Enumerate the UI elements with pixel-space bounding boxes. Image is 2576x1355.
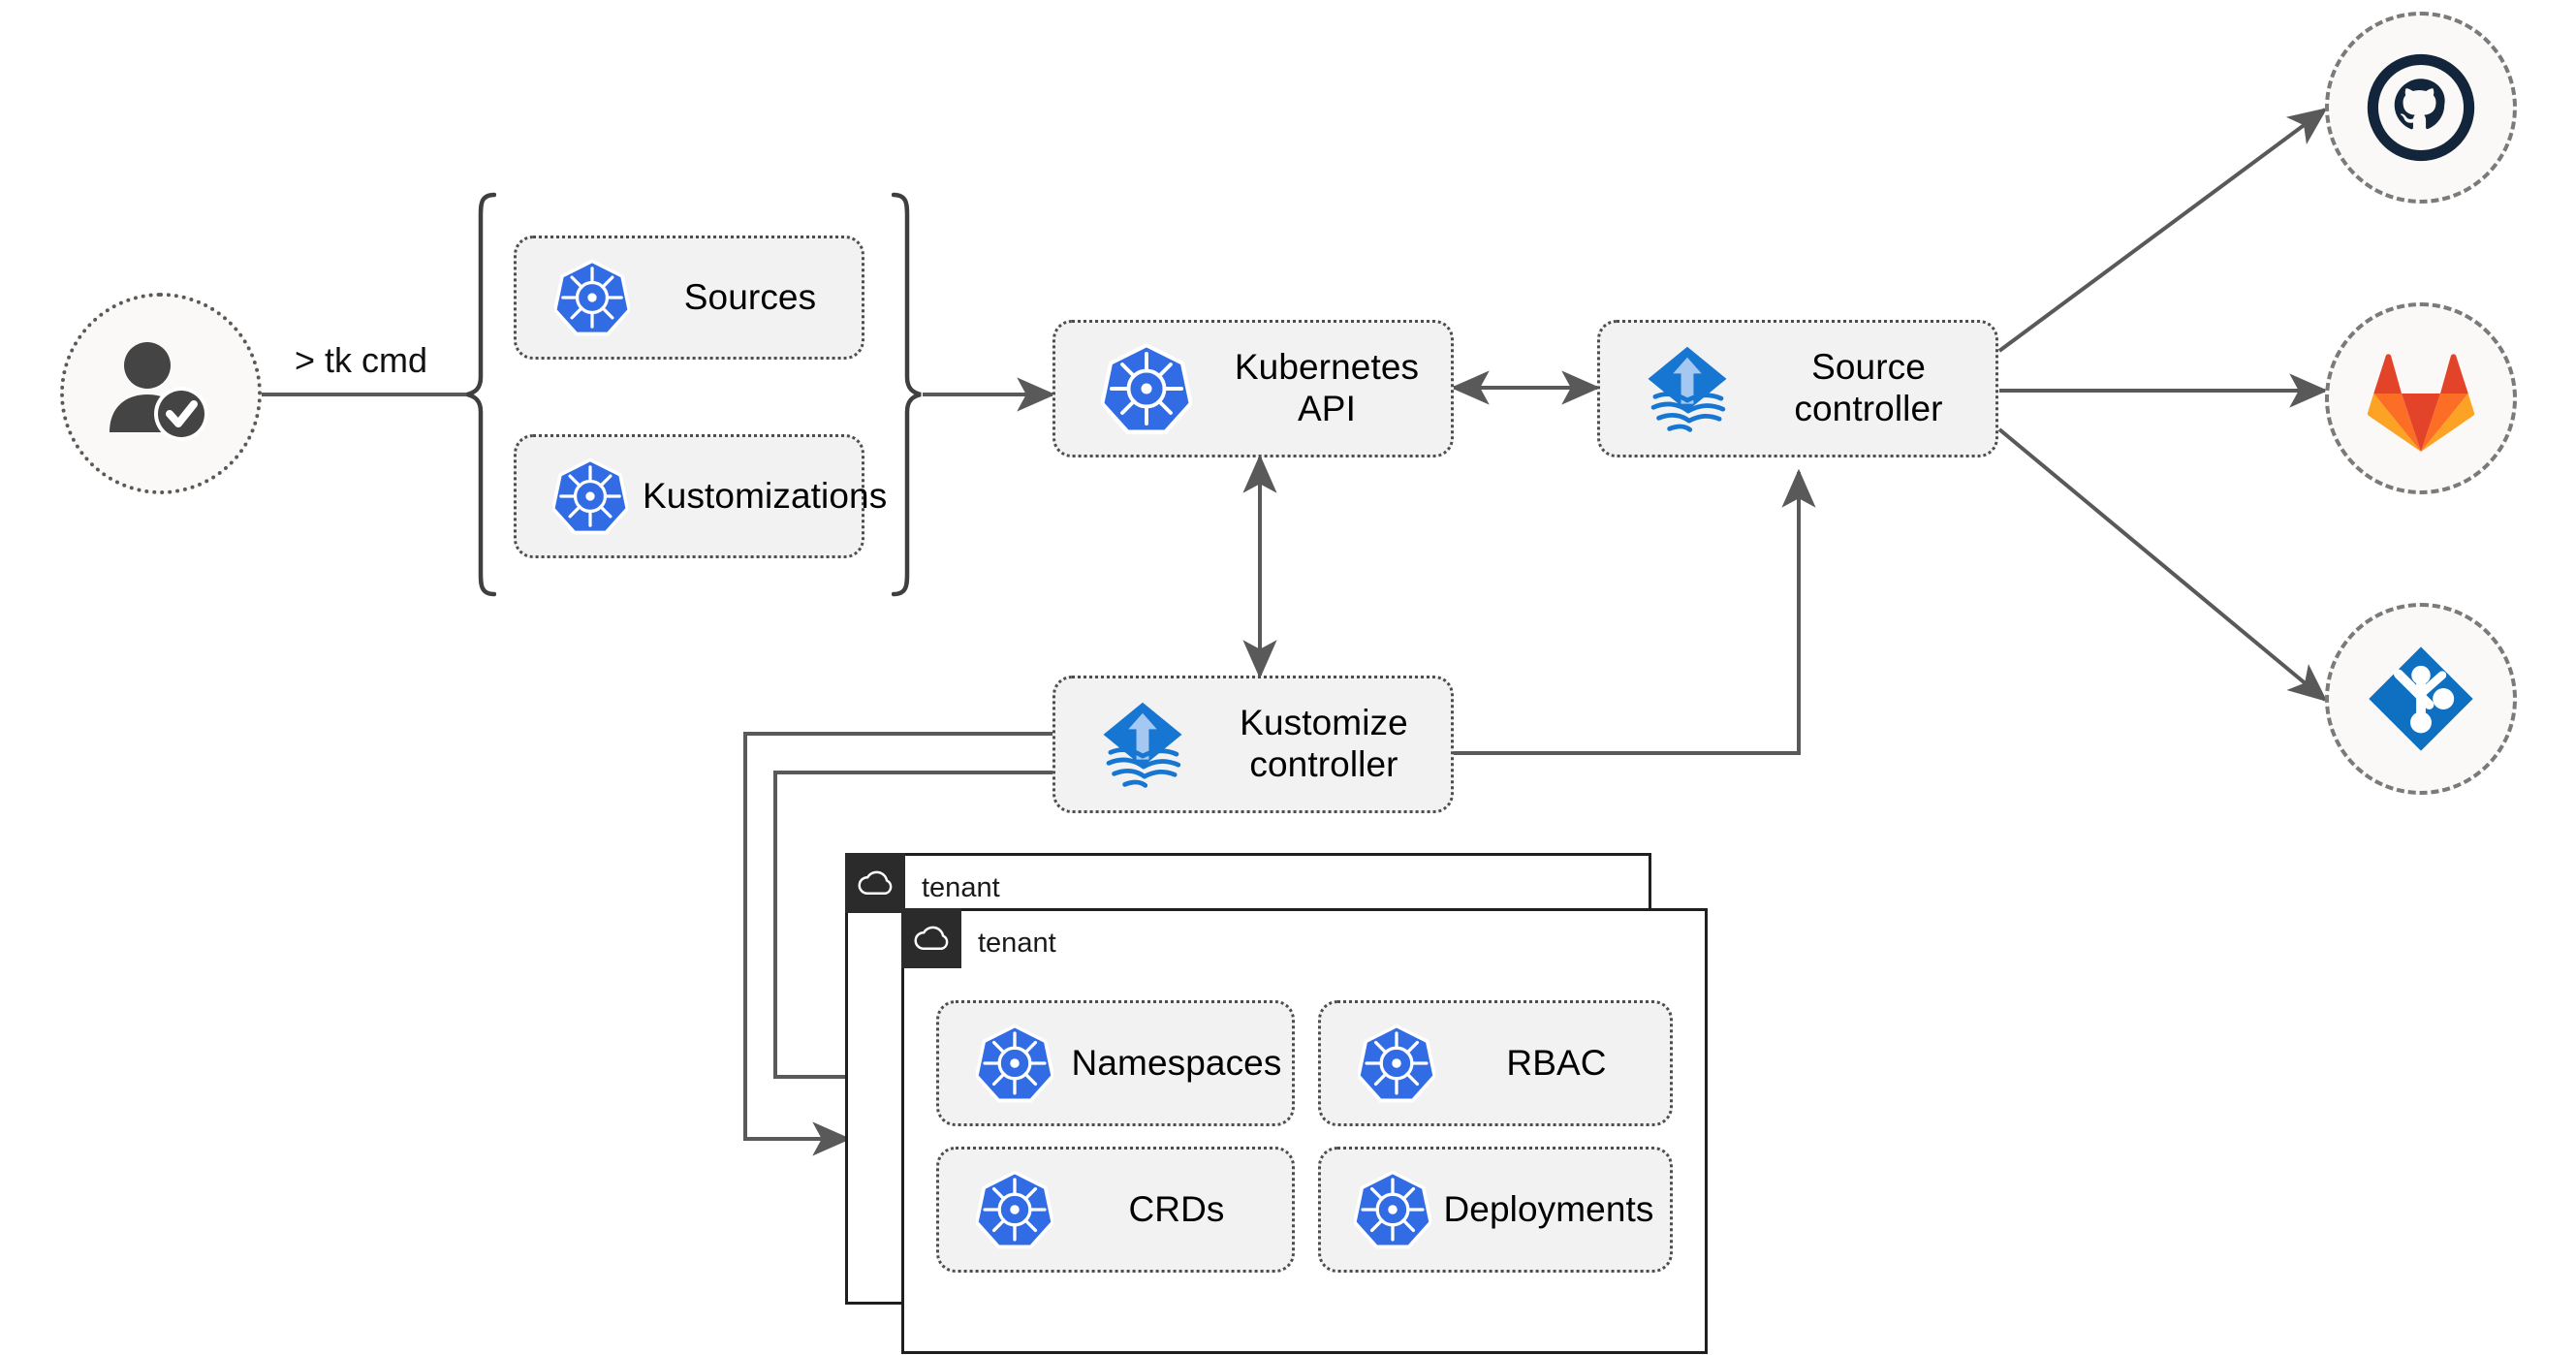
node-kubernetes-api[interactable]: Kubernetes API [1052, 320, 1454, 457]
resource-node-label: Deployments [1443, 1188, 1654, 1229]
kubernetes-icon [517, 258, 646, 337]
resource-node-label: Namespaces [1071, 1042, 1282, 1083]
tenant-label: tenant [978, 928, 1056, 959]
node-label: Kubernetes API [1234, 347, 1420, 428]
tenant-tab-front [901, 908, 961, 968]
cloud-icon [914, 926, 949, 950]
kubernetes-icon [1321, 1023, 1451, 1104]
provider-git[interactable] [2325, 603, 2517, 795]
crd-node-label: Sources [683, 276, 817, 317]
crd-node-kustomizations[interactable]: Kustomizations [514, 434, 887, 558]
tenant-tab-back [845, 853, 905, 913]
crd-node-sources[interactable]: Sources [514, 236, 864, 360]
git-icon [2369, 646, 2473, 751]
resource-node-deployments[interactable]: Deployments [1318, 1147, 1673, 1273]
resource-node-namespaces[interactable]: Namespaces [936, 1000, 1295, 1126]
kubernetes-icon [1055, 341, 1210, 436]
curly-brace-right-icon [892, 192, 922, 597]
github-icon [2367, 53, 2475, 162]
edge-kustomize-to-source [1443, 468, 1816, 755]
node-label: Kustomize controller [1240, 703, 1408, 784]
flux-icon [1055, 697, 1205, 792]
gitlab-icon [2367, 354, 2475, 452]
crd-node-label: Kustomizations [643, 475, 888, 516]
edge-source-to-git [1997, 427, 2328, 703]
kubernetes-icon [517, 457, 643, 536]
node-kustomize-controller[interactable]: Kustomize controller [1052, 676, 1454, 813]
kubernetes-icon [1321, 1169, 1443, 1250]
kubernetes-icon [939, 1023, 1069, 1104]
kubernetes-icon [939, 1169, 1069, 1250]
resource-node-crds[interactable]: CRDs [936, 1147, 1295, 1273]
tenant-box-front[interactable]: tenant [901, 908, 1708, 1354]
edge-source-to-github [1997, 108, 2328, 353]
user-actor [60, 293, 262, 494]
node-label: Source controller [1794, 347, 1943, 428]
provider-gitlab[interactable] [2325, 302, 2517, 494]
provider-github[interactable] [2325, 12, 2517, 204]
flux-icon [1600, 341, 1749, 436]
verified-user-icon [110, 342, 208, 441]
node-source-controller[interactable]: Source controller [1597, 320, 1998, 457]
tenant-label: tenant [922, 872, 1000, 903]
cloud-icon [858, 870, 893, 895]
resource-node-rbac[interactable]: RBAC [1318, 1000, 1673, 1126]
curly-brace-left-icon [466, 192, 496, 597]
resource-node-label: CRDs [1128, 1188, 1225, 1229]
command-label: > tk cmd [295, 340, 428, 380]
resource-node-label: RBAC [1506, 1042, 1607, 1083]
